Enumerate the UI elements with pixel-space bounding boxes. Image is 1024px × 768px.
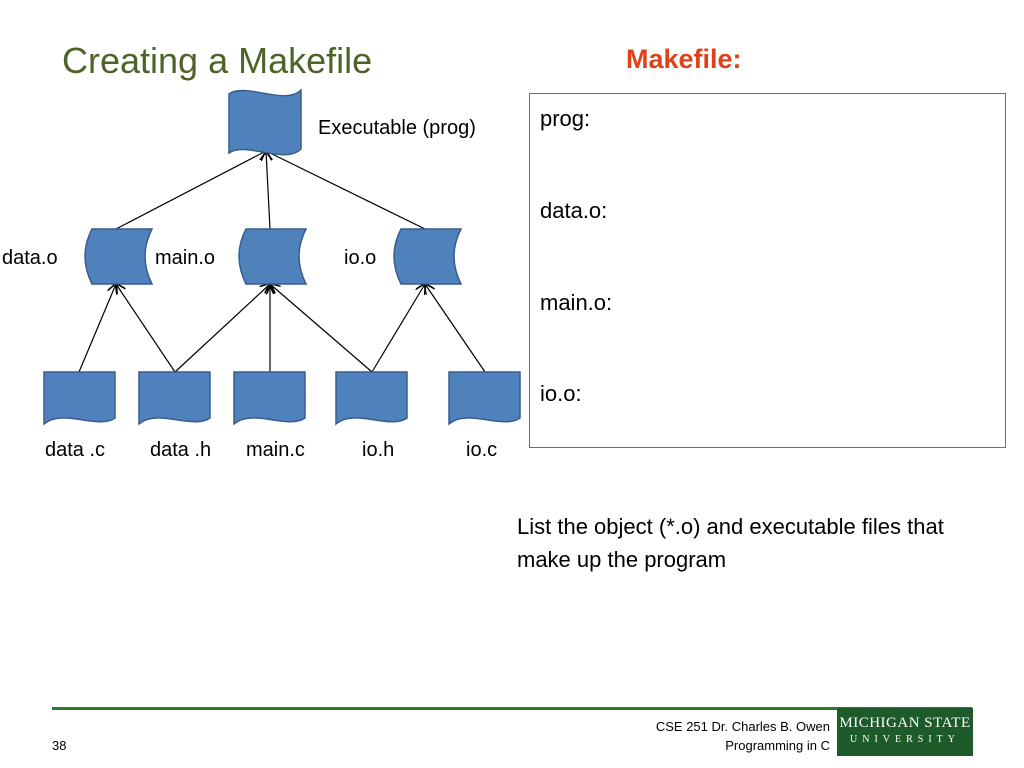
makefile-line-main-o: main.o: xyxy=(540,290,613,315)
source-label-data-c: data .c xyxy=(45,439,105,461)
arrow-data-h-to-main-o xyxy=(174,284,270,373)
credit-line-course: CSE 251 Dr. Charles B. Owen xyxy=(655,719,830,734)
makefile-heading: Makefile: xyxy=(626,44,742,74)
makefile-line-data-o: data.o: xyxy=(540,198,608,223)
makefile-line-io-o: io.o: xyxy=(540,381,582,406)
makefile-box: prog: data.o: main.o: io.o: xyxy=(529,93,1006,448)
credit-line-subject: Programming in C xyxy=(725,738,830,753)
arrow-io-c-to-io-o xyxy=(425,284,486,373)
arrow-io-h-to-main-o xyxy=(270,284,373,373)
footer-divider xyxy=(52,707,972,710)
dependency-diagram: Executable (prog) data.o main.o io.o dat… xyxy=(2,88,521,461)
footer-credit: CSE 251 Dr. Charles B. Owen Programming … xyxy=(560,717,830,755)
logo-text-top: MICHIGAN STATE xyxy=(839,715,971,731)
executable-shape xyxy=(228,88,302,156)
object-shape-io-o xyxy=(393,228,463,285)
object-label-io-o: io.o xyxy=(344,247,376,269)
arrow-main-o-to-prog xyxy=(266,151,270,230)
source-shape-data-c xyxy=(43,371,116,426)
source-label-io-c: io.c xyxy=(466,439,497,461)
source-label-data-h: data .h xyxy=(150,439,211,461)
makefile-line-prog: prog: xyxy=(540,106,591,131)
object-shape-data-o xyxy=(84,228,154,285)
msu-logo: MICHIGAN STATE UNIVERSITY xyxy=(837,708,973,756)
arrow-io-o-to-prog xyxy=(266,151,426,230)
arrow-data-h-to-data-o xyxy=(116,284,176,373)
object-label-data-o: data.o xyxy=(2,247,58,269)
object-shape-main-o xyxy=(238,228,308,285)
source-label-main-c: main.c xyxy=(246,439,305,461)
object-label-main-o: main.o xyxy=(155,247,215,269)
source-shape-io-h xyxy=(335,371,408,426)
source-shape-main-c xyxy=(233,371,306,426)
executable-label: Executable (prog) xyxy=(318,117,476,139)
arrow-data-o-to-prog xyxy=(115,151,266,230)
arrow-io-h-to-io-o xyxy=(371,284,425,373)
page-number: 38 xyxy=(52,738,67,753)
logo-text-bottom: UNIVERSITY xyxy=(850,734,960,745)
source-label-io-h: io.h xyxy=(362,439,394,461)
source-shape-data-h xyxy=(138,371,211,426)
slide-title: Creating a Makefile xyxy=(62,40,373,81)
source-shape-io-c xyxy=(448,371,521,426)
description-text: List the object (*.o) and executable fil… xyxy=(517,514,944,572)
arrow-data-c-to-data-o xyxy=(78,284,116,373)
